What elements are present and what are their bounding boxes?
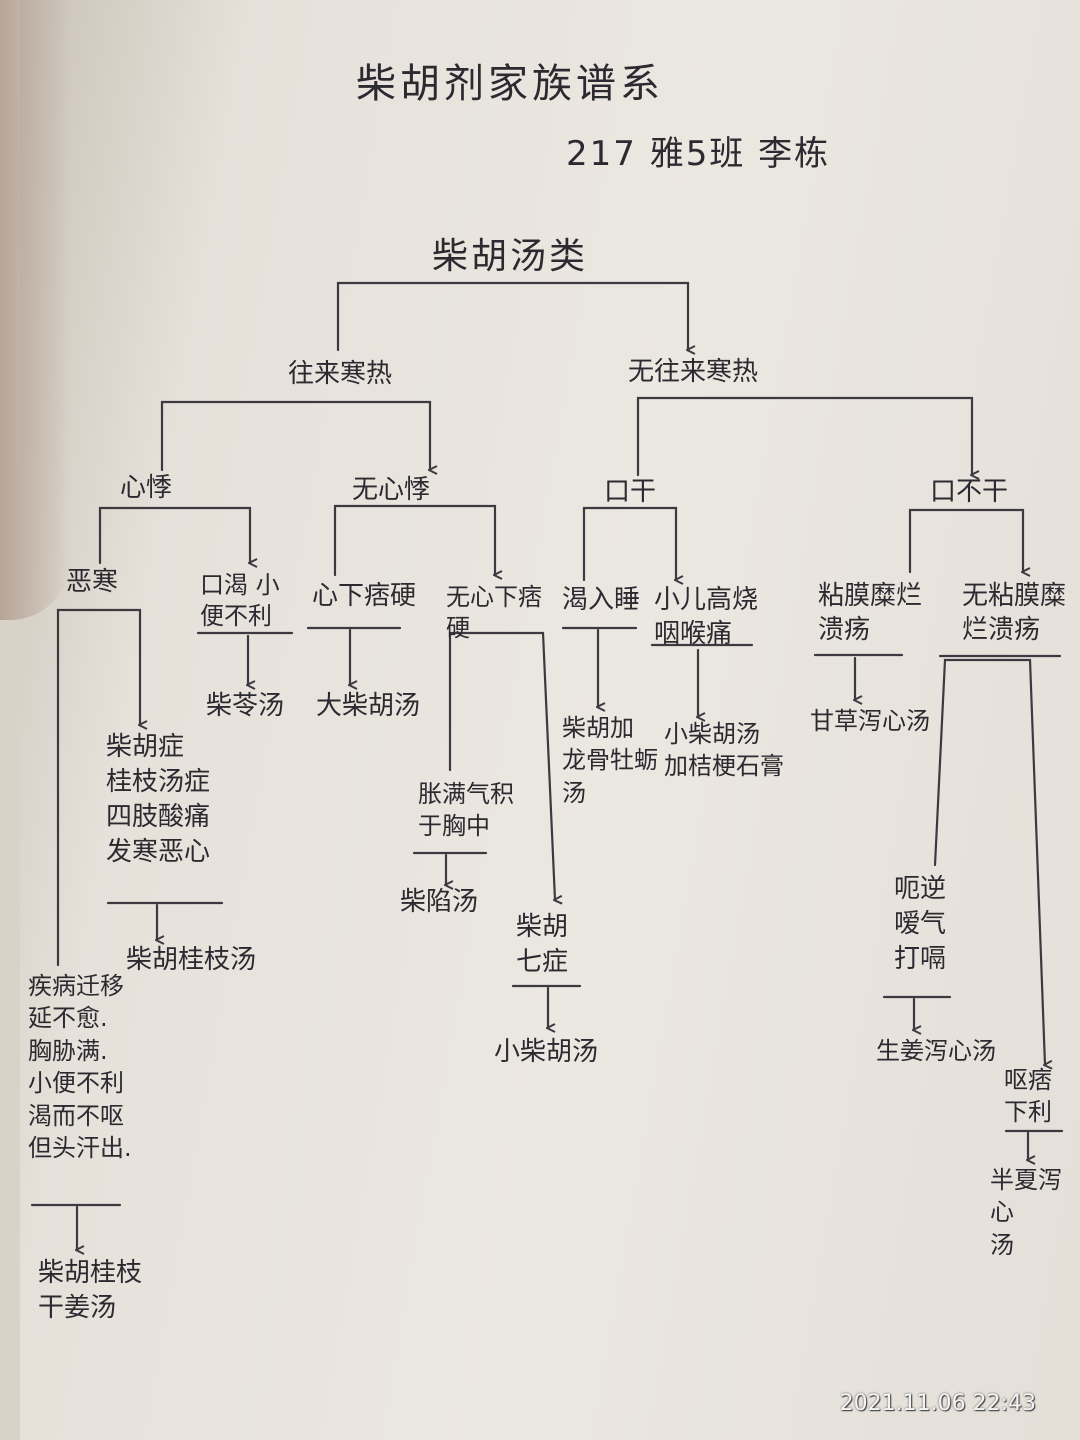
sym-line: 柴胡加 <box>562 714 634 742</box>
node-longgu: 柴胡加 龙骨牡蛎 汤 <box>562 712 658 809</box>
node-chaigui-sym: 柴胡症 桂枝汤症 四肢酸痛 发寒恶心 <box>106 730 210 870</box>
node-gancao: 甘草泻心汤 <box>810 707 930 735</box>
edge-wupiying <box>448 631 555 900</box>
node-wanglai: 往来寒热 <box>288 359 393 389</box>
page-title: 柴胡剂家族谱系 <box>356 61 664 107</box>
node-shengjiang: 生姜泻心汤 <box>876 1037 996 1065</box>
edge-wuzhanmo-branch <box>933 658 1045 1065</box>
node-ganjiang-sym: 疾病迁移 延不愈. 胸胁满. 小便不利 渴而不呕 但头汗出. <box>28 970 132 1164</box>
sym-line: 呕痞 <box>1004 1066 1052 1094</box>
edge-koubugan <box>908 508 1023 572</box>
sym-line: 桂枝汤症 <box>106 767 211 798</box>
sym-line: 半夏泻心 <box>990 1166 1062 1227</box>
sym-line: 于胸中 <box>418 812 490 841</box>
sym-line: 汤 <box>562 778 586 807</box>
sym-line: 嗳气 <box>894 909 947 940</box>
node-zhanmo: 粘膜糜烂溃疡 <box>818 581 923 645</box>
sym-line: 发寒恶心 <box>106 837 211 868</box>
node-chaixian: 柴陷汤 <box>400 887 479 917</box>
node-wuzhanmo: 无粘膜糜烂溃疡 <box>962 581 1067 645</box>
sym-line: 柴胡 <box>516 912 569 942</box>
node-zhangman: 胀满气积 于胸中 <box>418 778 514 843</box>
node-xiaoer: 小儿高烧 咽喉痛 <box>654 585 759 649</box>
sym-line: 下利 <box>1004 1098 1052 1127</box>
sym-line: 龙骨牡蛎 <box>562 746 658 775</box>
node-oupi: 呕痞 下利 <box>1004 1064 1052 1129</box>
edge-xinji <box>98 506 250 563</box>
edge-kougan <box>582 506 676 580</box>
paper-sheet <box>20 0 1080 1440</box>
edge-wuxinji <box>333 504 495 575</box>
node-xinxiapiying: 心下痞硬 <box>312 581 417 611</box>
edge-ehan <box>56 608 140 967</box>
sym-line: 小便不利 <box>28 1069 124 1098</box>
edge-wuwanglai <box>636 396 972 475</box>
node-kouke: 口渴 小便不利 <box>200 571 280 631</box>
edge-root <box>336 281 688 350</box>
node-wuwanglai: 无往来寒热 <box>628 357 759 387</box>
sym-line: 加桔梗石膏 <box>664 752 784 781</box>
sym-line: 小柴胡汤 <box>664 720 760 748</box>
sym-line: 胀满气积 <box>418 780 514 808</box>
finger-shadow <box>0 0 70 620</box>
node-xiaochaihu: 小柴胡汤 <box>494 1037 599 1067</box>
sym-line: 但头汗出. <box>28 1133 132 1162</box>
node-ehan: 恶寒 <box>66 567 119 597</box>
sym-line: 呃逆 <box>894 874 947 904</box>
sym-line: 干姜汤 <box>38 1293 117 1324</box>
sym-line: 七症 <box>516 947 569 978</box>
node-root: 柴胡汤类 <box>432 236 589 277</box>
node-qizheng: 柴胡 七症 <box>516 910 568 980</box>
node-kougan: 口干 <box>604 477 657 507</box>
node-ounie: 呃逆 嗳气 打嗝 <box>894 872 946 977</box>
node-koubugan: 口不干 <box>930 477 1009 507</box>
edge-wanglai <box>160 400 430 470</box>
author-line: 217 雅5班 李栋 <box>566 134 831 174</box>
node-wuxinji: 无心悸 <box>352 475 431 505</box>
sym-line: 胸胁满. <box>28 1036 108 1065</box>
sym-line: 柴胡症 <box>106 732 185 762</box>
sym-line: 四肢酸痛 <box>106 802 211 833</box>
node-jiejie: 小柴胡汤 加桔梗石膏 <box>664 718 784 783</box>
node-ruishui: 渴入睡 <box>562 585 641 615</box>
sym-line: 柴胡桂枝 <box>38 1258 143 1288</box>
sym-line: 疾病迁移 <box>28 972 124 1000</box>
node-ganjiang: 柴胡桂枝 干姜汤 <box>38 1256 142 1326</box>
node-chaigui: 柴胡桂枝汤 <box>126 945 257 975</box>
sym-line: 打嗝 <box>894 944 947 975</box>
node-dachaihu: 大柴胡汤 <box>316 691 421 721</box>
timestamp-stamp: 2021.11.06 22:43 <box>839 1391 1036 1416</box>
node-banxia: 半夏泻心 汤 <box>990 1164 1080 1261</box>
sym-line: 延不愈. <box>28 1004 108 1033</box>
node-chailing: 柴苓汤 <box>206 691 285 721</box>
node-xinji: 心悸 <box>120 473 173 503</box>
sym-line: 渴而不呕 <box>28 1101 124 1130</box>
node-wuxinxiapiying: 无心下痞硬 <box>446 583 542 643</box>
sym-line: 汤 <box>990 1230 1014 1259</box>
